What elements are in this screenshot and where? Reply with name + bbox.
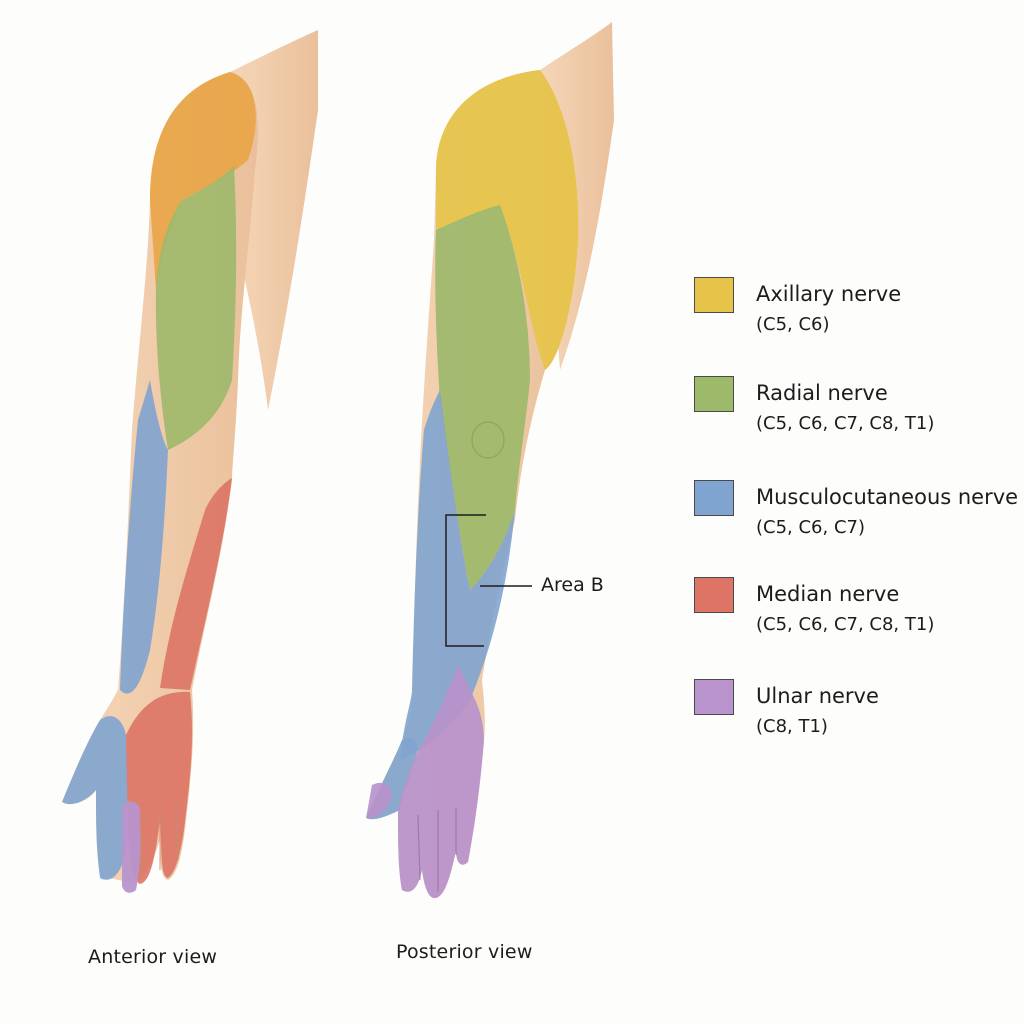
area-b-label: Area B [541, 574, 604, 596]
legend-roots-radial: (C5, C6, C7, C8, T1) [756, 413, 935, 434]
posterior-musculocutaneous-region [400, 390, 515, 760]
legend-roots-musculocutaneous: (C5, C6, C7) [756, 517, 865, 538]
anterior-ulnar-finger-region [122, 801, 141, 893]
anterior-median-hand-region [126, 691, 193, 884]
anterior-radial-region [155, 165, 237, 450]
posterior-view-label: Posterior view [396, 941, 533, 963]
anterior-musculocutaneous-region [120, 380, 168, 694]
anterior-view-label: Anterior view [88, 946, 218, 968]
legend-swatch-axillary [694, 277, 734, 313]
anterior-arm [62, 30, 318, 893]
anterior-shoulder-region [150, 72, 256, 290]
posterior-axillary-region [436, 70, 579, 370]
legend-item-ulnar: Ulnar nerve (C8, T1) [694, 679, 1018, 743]
legend-swatch-median [694, 577, 734, 613]
legend-name-radial: Radial nerve [756, 381, 888, 405]
legend-swatch-radial [694, 376, 734, 412]
legend-name-musculocutaneous: Musculocutaneous nerve [756, 485, 1019, 509]
anterior-median-forearm-region [160, 478, 232, 690]
legend-item-axillary: Axillary nerve (C5, C6) [694, 277, 1018, 341]
posterior-radial-region [435, 205, 530, 590]
legend-item-musculocutaneous: Musculocutaneous nerve (C5, C6, C7) [694, 480, 1018, 544]
posterior-thumb-purple [366, 782, 392, 818]
legend-item-radial: Radial nerve (C5, C6, C7, C8, T1) [694, 376, 1018, 440]
legend-name-axillary: Axillary nerve [756, 282, 902, 306]
legend-name-median: Median nerve [756, 582, 900, 606]
posterior-arm [366, 22, 614, 899]
legend-swatch-musculocutaneous [694, 480, 734, 516]
legend-swatch-ulnar [694, 679, 734, 715]
legend-item-median: Median nerve (C5, C6, C7, C8, T1) [694, 577, 1018, 641]
legend-roots-axillary: (C5, C6) [756, 314, 830, 335]
anterior-thumb-region [62, 716, 128, 880]
legend-roots-median: (C5, C6, C7, C8, T1) [756, 614, 935, 635]
posterior-ulnar-region [398, 665, 484, 899]
area-b-bracket [445, 514, 532, 647]
legend-roots-ulnar: (C8, T1) [756, 716, 828, 737]
legend-name-ulnar: Ulnar nerve [756, 684, 879, 708]
